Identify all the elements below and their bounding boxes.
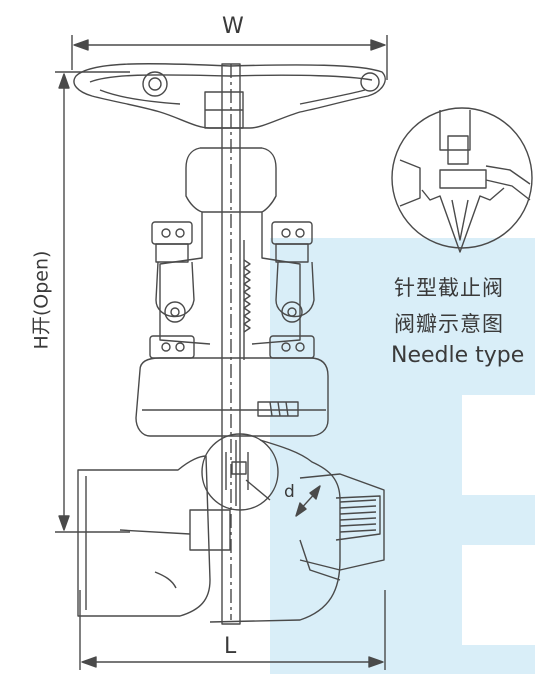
gland-bolts-left xyxy=(149,221,195,359)
needle-detail-inset xyxy=(391,107,533,253)
valve-body xyxy=(77,439,385,623)
dimension-h-label: H开(Open) xyxy=(30,250,53,350)
dimension-d xyxy=(295,485,321,517)
caption-cn-line1: 针型截止阀 xyxy=(394,276,504,300)
seat-detail-circle xyxy=(201,433,279,511)
dimension-w xyxy=(71,35,388,80)
dimension-l xyxy=(79,590,386,670)
dimension-w-label: W xyxy=(222,14,244,39)
caption-cn-line2: 阀瓣示意图 xyxy=(394,312,504,336)
gland-bolts-right xyxy=(269,221,315,359)
shading-cutout xyxy=(462,395,535,645)
yoke xyxy=(159,147,301,345)
caption-en: Needle type xyxy=(391,343,525,368)
dimension-l-label: L xyxy=(224,634,237,659)
bonnet xyxy=(135,357,329,437)
dimension-h xyxy=(55,71,130,533)
dimension-d-label: d xyxy=(284,482,295,502)
stem xyxy=(221,63,251,625)
handwheel xyxy=(73,63,386,129)
